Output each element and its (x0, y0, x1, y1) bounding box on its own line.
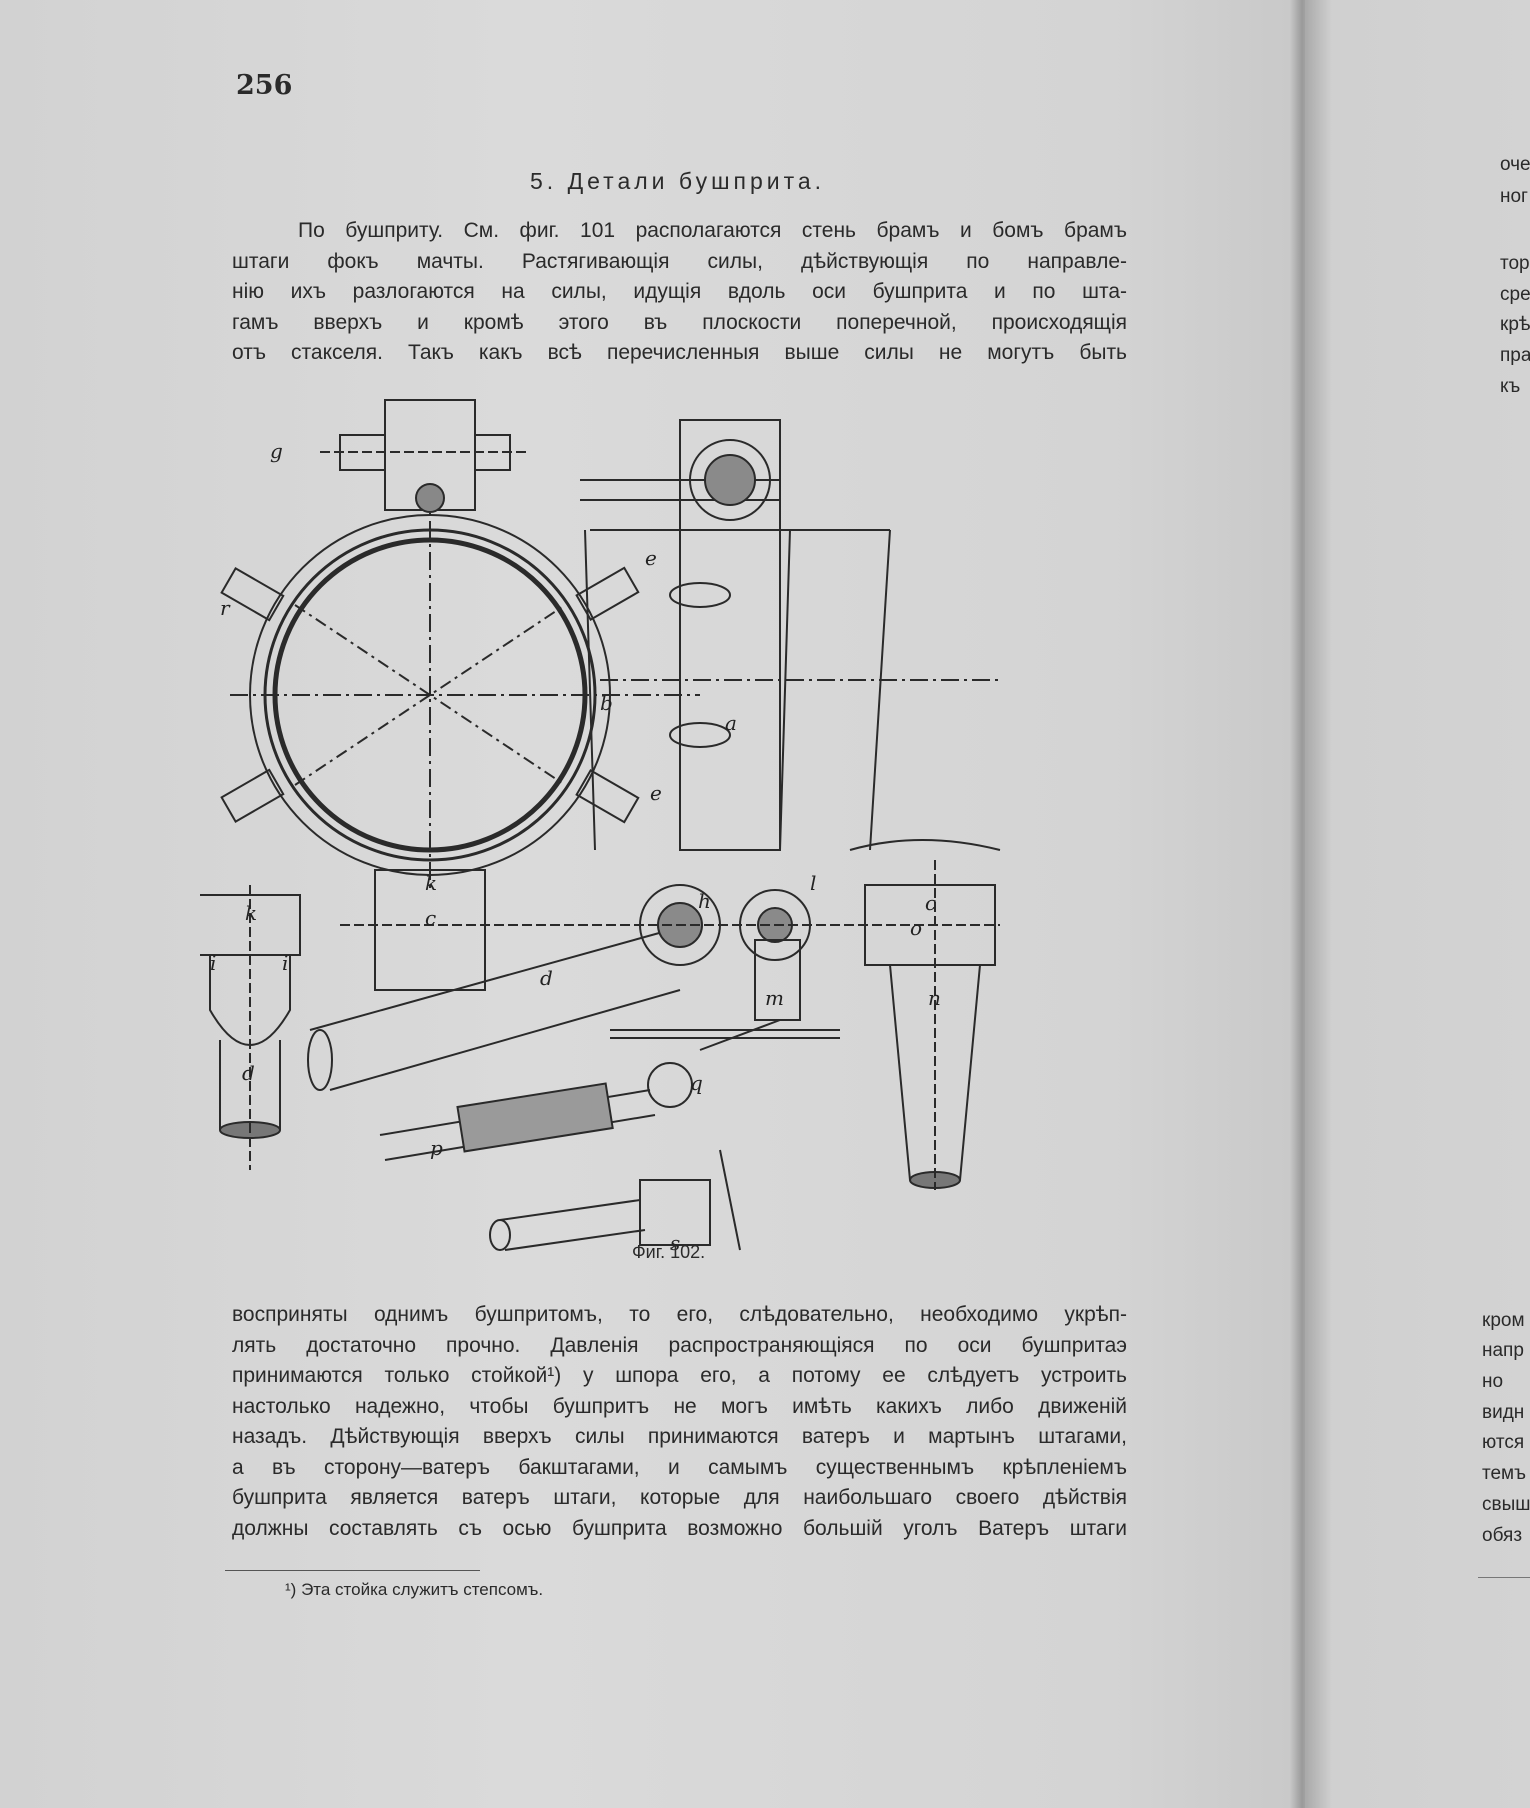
right-page-fragment: тор (1500, 253, 1530, 274)
figure-label: e (645, 546, 657, 570)
figure-caption: Фиг. 102. (632, 1242, 706, 1262)
figure-label: i (282, 951, 288, 975)
figure-label: h (698, 889, 711, 913)
right-page-fragment: сре (1500, 284, 1530, 305)
left-page (0, 0, 1305, 1808)
paragraph-line: По бушприту. См. фиг. 101 располагаются … (298, 219, 1127, 242)
right-page-fragment: оче (1500, 154, 1530, 175)
figure-label: b (600, 691, 613, 715)
section-heading: 5. Детали бушприта. (530, 168, 826, 194)
paragraph-line: принимаются только стойкой¹) у шпора его… (232, 1364, 1127, 1387)
right-page-fragment: напр (1482, 1340, 1524, 1361)
figure-label: c (925, 891, 936, 915)
right-page-fragment: крѣ (1500, 314, 1530, 335)
bottom-paragraph: восприняты однимъ бушпритомъ, то его, сл… (232, 1300, 1127, 1544)
right-page-fragment: ются (1482, 1432, 1525, 1453)
right-page-fragment: къ (1500, 376, 1521, 397)
paragraph-line: восприняты однимъ бушпритомъ, то его, сл… (232, 1303, 1127, 1326)
paragraph-line: гамъ вверхъ и кромѣ этого въ плоскости п… (232, 310, 1127, 334)
figure-label: d (242, 1061, 255, 1085)
figure-label: s (670, 1231, 680, 1255)
footnote-marker: ¹) (285, 1580, 297, 1599)
paragraph-line: штаги фокъ мачты. Растягивающія силы, дѣ… (232, 249, 1127, 273)
paragraph-line: должны составлять съ осью бушприта возмо… (232, 1516, 1127, 1540)
figure-label: m (765, 986, 784, 1010)
figure-label: q (690, 1071, 703, 1095)
footnote-text: Эта стойка служитъ степсомъ. (301, 1580, 544, 1599)
paragraph-line: лять достаточно прочно. Давленія распрос… (232, 1333, 1127, 1357)
figure-label: r (220, 596, 231, 620)
paragraph-line: нію ихъ разлогаются на силы, идущія вдол… (232, 280, 1127, 303)
figure-label: d (540, 966, 553, 990)
paragraph-line: назадъ. Дѣйствующія вверхъ силы принимаю… (232, 1425, 1127, 1448)
figure-label: c (425, 906, 436, 930)
right-page (1305, 0, 1530, 1808)
figure-label: k (245, 901, 257, 925)
figure-label: n (928, 986, 941, 1010)
right-page-fragment: пра (1500, 345, 1530, 366)
figure-label: g (270, 439, 283, 463)
figure-label: p (430, 1136, 443, 1160)
figure-label: i (210, 951, 216, 975)
footnote-divider (225, 1570, 480, 1571)
right-page-fragment: ног (1500, 186, 1528, 207)
paragraph-line: отъ стакселя. Такъ какъ всѣ перечисленны… (232, 341, 1127, 364)
right-page-divider (1478, 1577, 1530, 1578)
technical-drawing: f f g e r b e a k c k i i d d h l m c o … (189, 366, 1160, 1270)
page-number: 256 (236, 70, 293, 101)
right-page-fragment: но (1482, 1371, 1504, 1392)
paragraph-line: а въ сторону—ватеръ бакштагами, и самымъ… (232, 1455, 1127, 1479)
paragraph-line: настолько надежно, чтобы бушпритъ не мог… (232, 1394, 1127, 1418)
figure-label: e (650, 781, 662, 805)
bowsprit-details-drawing: f f g e r b e a k c k i i d d h l m c o … (189, 366, 1001, 1255)
right-page-fragment: свыш (1482, 1494, 1530, 1515)
top-paragraph: По бушприту. См. фиг. 101 располагаются … (232, 216, 1127, 369)
figure-label: l (810, 871, 816, 895)
paragraph-line: бушприта является ватеръ штаги, которые … (232, 1486, 1127, 1509)
figure-label: k (425, 871, 437, 895)
figure-label: a (725, 711, 737, 735)
footnote: ¹) Эта стойка служитъ степсомъ. (285, 1580, 543, 1600)
right-page-fragment: видн (1482, 1402, 1525, 1423)
right-page-fragment: кром (1482, 1310, 1525, 1331)
figure-label: o (910, 916, 922, 940)
right-page-fragment: темъ (1482, 1463, 1526, 1484)
right-page-fragment: обяз (1482, 1525, 1523, 1546)
